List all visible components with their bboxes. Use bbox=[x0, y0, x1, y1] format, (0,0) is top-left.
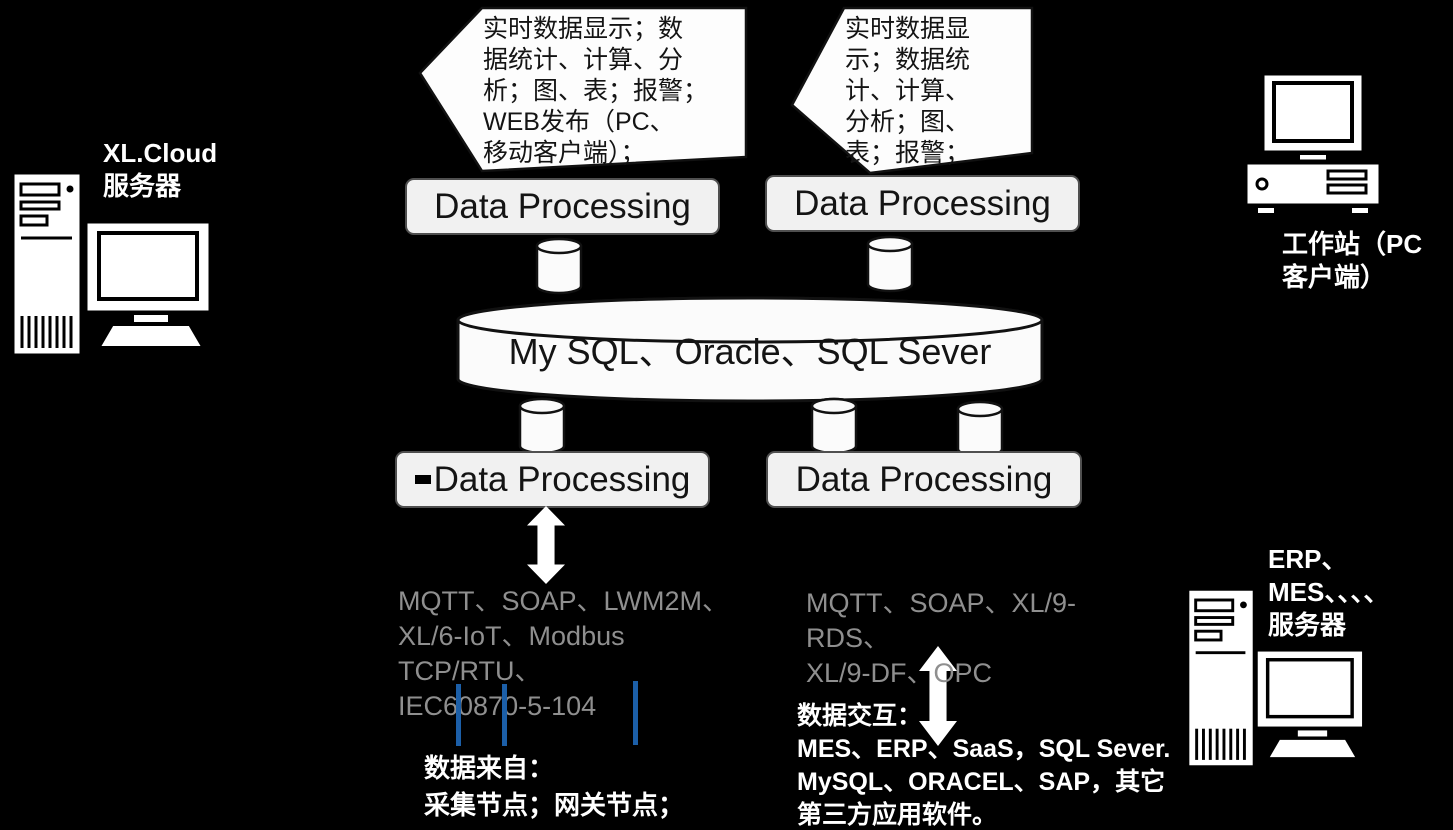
data-exchange-note: 数据交互： MES、ERP、SaaS，SQL Sever. MySQL、ORAC… bbox=[797, 702, 1171, 829]
dash-mark bbox=[414, 475, 431, 484]
data-processing-label: Data Processing bbox=[795, 459, 1053, 499]
double-arrow-icon-right bbox=[919, 646, 957, 746]
workstation-icon bbox=[1242, 70, 1384, 217]
data-processing-label: Data Processing bbox=[433, 459, 691, 499]
data-processing-label: Data Processing bbox=[434, 186, 691, 226]
callout-text-left: 实时数据显示；数 据统计、计算、分 析；图、表；报警； WEB发布（PC、 移动… bbox=[483, 15, 709, 167]
connector-cylinder-bottom-right-a bbox=[810, 397, 858, 455]
source-line-3 bbox=[633, 681, 638, 745]
data-processing-label: Data Processing bbox=[794, 183, 1051, 223]
protocol-list-left: MQTT、SOAP、LWM2M、 XL/6-IoT、Modbus TCP/RTU… bbox=[398, 586, 730, 721]
data-processing-box-bottom-left: Data Processing bbox=[395, 451, 710, 508]
server-tower-icon bbox=[1184, 585, 1258, 771]
source-line-2 bbox=[502, 684, 507, 746]
database-cylinder bbox=[456, 296, 1044, 403]
connector-cylinder-top-right bbox=[866, 235, 914, 293]
connector-cylinder-top-left bbox=[535, 237, 583, 295]
source-line-1 bbox=[456, 684, 461, 746]
double-arrow-icon-left bbox=[527, 506, 565, 584]
data-processing-box-top-right: Data Processing bbox=[765, 175, 1080, 232]
cloud-server-label: XL.Cloud 服务器 bbox=[103, 138, 218, 201]
erp-server-label: ERP、 MES、、、、 服务器 bbox=[1268, 544, 1390, 640]
server-tower-icon bbox=[9, 169, 85, 359]
crt-monitor-icon bbox=[1253, 647, 1367, 761]
data-processing-box-bottom-right: Data Processing bbox=[766, 451, 1082, 508]
callout-text-right: 实时数据显 示；数据统 计、计算、 分析；图、 表；报警； bbox=[845, 15, 971, 167]
protocol-list-right: MQTT、SOAP、XL/9-RDS、 XL/9-DF、OPC bbox=[806, 588, 1077, 688]
connector-cylinder-bottom-left bbox=[518, 397, 566, 455]
data-processing-box-top-left: Data Processing bbox=[405, 178, 720, 235]
connector-cylinder-bottom-right-b bbox=[956, 400, 1004, 458]
workstation-label: 工作站（PC 客户端） bbox=[1282, 229, 1423, 292]
callout-shape-right bbox=[790, 6, 1034, 175]
callout-shape-left bbox=[418, 6, 748, 173]
database-label: My SQL、Oracle、SQL Sever bbox=[508, 331, 992, 372]
crt-monitor-icon bbox=[82, 218, 214, 350]
data-sources-note: 数据来自： 采集节点；网关节点；PaaS。 bbox=[424, 753, 685, 830]
